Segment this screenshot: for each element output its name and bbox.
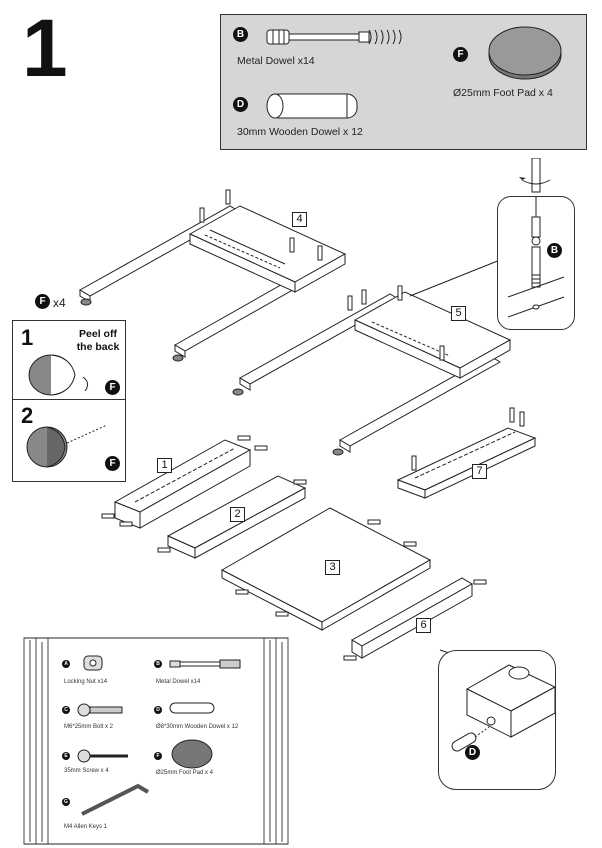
peel-step-1-badge: F xyxy=(105,380,120,395)
wooden-dowel-icon xyxy=(266,93,358,119)
screwdriver-icon xyxy=(519,158,551,193)
sheet-label-locking-nut: Locking Nut x14 xyxy=(64,679,108,685)
detail-badge-d: D xyxy=(465,745,480,760)
part-label-metal-dowel: Metal Dowel x14 xyxy=(237,55,315,67)
locking-nut-icon xyxy=(83,655,103,671)
sheet-label-screw: 35mm Screw x 4 xyxy=(64,768,109,774)
sheet-label-wooden-dowel: Ø8*30mm Wooden Dowel x 12 xyxy=(156,724,239,730)
sheet-badge-d: D xyxy=(154,706,162,714)
foot-pad-apply-icon xyxy=(26,424,108,468)
peel-step-2-number: 2 xyxy=(21,403,34,428)
foot-pad-icon xyxy=(488,26,562,80)
panel-label-1: 1 xyxy=(157,458,172,473)
panel-label-6: 6 xyxy=(416,618,431,633)
peel-step-2-badge: F xyxy=(105,456,120,471)
wooden-dowel-insert-icon xyxy=(451,664,555,752)
sheet-wooden-dowel-icon xyxy=(169,702,215,714)
detail-badge-b: B xyxy=(547,243,562,258)
sheet-badge-f: F xyxy=(154,752,162,760)
part-label-wooden-dowel: 30mm Wooden Dowel x 12 xyxy=(237,126,363,138)
sheet-badge-b: B xyxy=(154,660,162,668)
sheet-label-metal-dowel: Metal Dowel x14 xyxy=(156,679,201,685)
peel-step-1-number: 1 xyxy=(21,325,34,350)
sheet-badge-e: E xyxy=(62,752,70,760)
bolt-icon xyxy=(77,703,123,717)
part-badge-d: D xyxy=(233,97,248,112)
parts-sheet: A Locking Nut x14 B Metal Dowel x14 C M6… xyxy=(22,634,290,846)
panel-label-5: 5 xyxy=(451,306,466,321)
foot-pad-count: x4 xyxy=(53,296,66,310)
part-badge-f: F xyxy=(453,47,468,62)
step-number: 1 xyxy=(22,3,68,94)
allen-key-icon xyxy=(81,783,150,816)
peel-off-text: Peel off the back xyxy=(76,328,120,353)
sheet-badge-g: G xyxy=(62,798,70,806)
panel-label-3: 3 xyxy=(325,560,340,575)
peel-divider xyxy=(13,399,125,400)
panel-label-4: 4 xyxy=(292,212,307,227)
sheet-label-allen-key: M4 Allen Keys 1 xyxy=(64,824,108,830)
foot-pad-badge: F xyxy=(35,294,50,309)
parts-box: B Metal Dowel x14 D 30mm Wooden Dowel x … xyxy=(220,14,587,150)
sheet-label-bolt: M6*25mm Bolt x 2 xyxy=(64,724,114,730)
panel-label-2: 2 xyxy=(230,507,245,522)
sheet-badge-a: A xyxy=(62,660,70,668)
foot-pad-peel-icon xyxy=(28,354,89,396)
sheet-label-foot-pad: Ø25mm Foot Pad x 4 xyxy=(156,770,214,776)
screw-icon xyxy=(77,749,128,763)
parts-sheet-frame xyxy=(23,637,289,845)
dowel-insert-icon xyxy=(507,197,565,318)
panel-label-7: 7 xyxy=(472,464,487,479)
metal-dowel-icon xyxy=(266,29,402,45)
peel-instructions: 1 Peel off the back F 2 F xyxy=(12,320,126,482)
sheet-foot-pad-icon xyxy=(171,739,213,769)
sheet-badge-c: C xyxy=(62,706,70,714)
dowel-detail xyxy=(438,650,556,790)
part-badge-b: B xyxy=(233,27,248,42)
part-label-foot-pad: Ø25mm Foot Pad x 4 xyxy=(453,87,553,99)
sheet-metal-dowel-icon xyxy=(169,659,241,669)
screwdriver-detail xyxy=(497,196,575,330)
